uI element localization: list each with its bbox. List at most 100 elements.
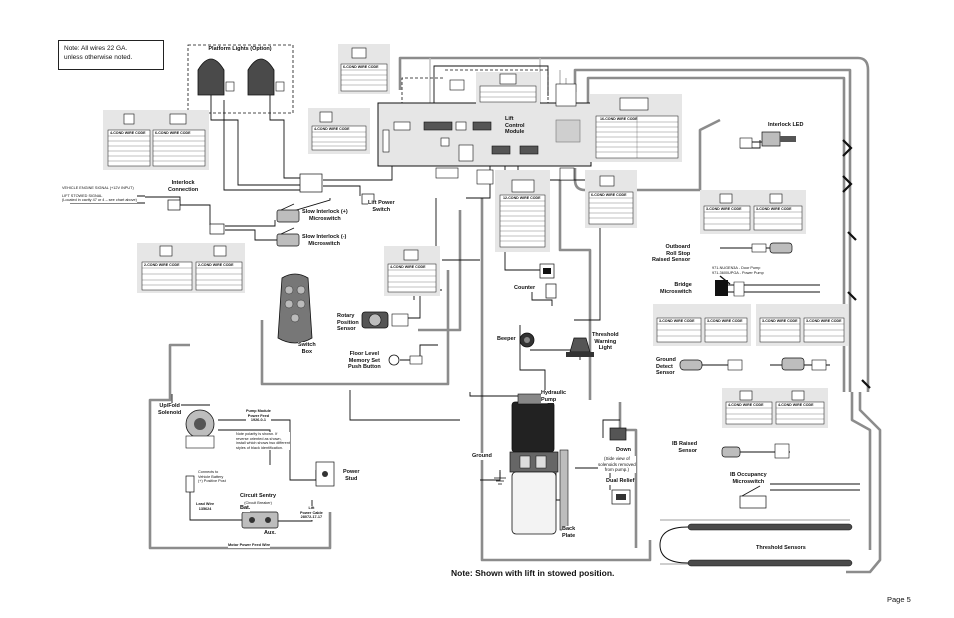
label-line: Slow Interlock (-) (302, 234, 347, 240)
label-line: Sensor (337, 326, 356, 332)
polarity-note: Note polarity is shown. If reverse orien… (236, 432, 290, 450)
bridge-microswitch-icon (715, 275, 745, 297)
label-line: Interlock (171, 180, 195, 186)
label-line: Slow Interlock (+) (302, 209, 348, 215)
threshold-sensors (659, 523, 853, 567)
table-header: 4-COND WIRE CODE (728, 403, 764, 407)
battery-connect-note: Connects to Vehicle Battery (+) Positive… (198, 470, 226, 484)
slow-interlock-minus-switch (276, 227, 300, 247)
label-line: IB Occupancy (730, 472, 767, 478)
ib-raised-label: IB Raised Sensor (672, 441, 698, 454)
outboard-roll-stop-label: Outboard Roll Stop Raised Sensor (652, 244, 691, 264)
counter-label: Counter (514, 285, 536, 292)
power-stud (315, 461, 335, 487)
label-line: Raised Sensor (652, 257, 691, 263)
battery-lead (185, 475, 195, 493)
back-plate-label: Back Plate (562, 526, 576, 539)
dual-relief-label: Dual Relief (606, 478, 635, 485)
circuit-sentry-label: Circuit Sentry (Circuit Breaker) (240, 493, 277, 506)
label-line: Bridge (674, 282, 692, 288)
label-line: Microswitch (308, 240, 341, 247)
wire-gauge-note: Note: All wires 22 GA. unless otherwise … (58, 40, 164, 70)
note-line: Note: All wires 22 GA. (64, 45, 128, 52)
ib-raised-sensor (721, 443, 790, 459)
label-line: Detect (656, 363, 673, 370)
floor-level-label: Floor Level Memory Set Push Button (348, 351, 381, 371)
switch-box-label: Switch Box (298, 342, 316, 355)
label-line: (Circuit Breaker) (244, 500, 272, 505)
floor-level-button (388, 354, 423, 366)
label-line: (+) Positive Post (198, 479, 226, 483)
beeper-label: Beeper (497, 336, 516, 343)
stowed-position-note: Note: Shown with lift in stowed position… (451, 568, 615, 578)
table-rows (108, 69, 844, 420)
threshold-sensors-label: Threshold Sensors (756, 545, 806, 552)
table-header: 3-COND WIRE CODE (762, 319, 798, 323)
dual-relief-valve (611, 489, 631, 505)
label-line: Position (337, 319, 359, 326)
table-header: 4-COND WIRE CODE (390, 265, 426, 269)
bat-label: Bat. (240, 505, 251, 512)
label-line: Back (562, 526, 576, 532)
ground-detect-sensor (679, 357, 827, 371)
label-line: styles of black identification. (236, 445, 284, 450)
label-line: Plate (562, 532, 576, 539)
label-line: Note polarity is shown. If (236, 432, 278, 436)
label-line: Power Cable (300, 510, 323, 515)
label-line: LIFT STOWED SIGNAL (62, 193, 103, 198)
threshold-warning-label: Threshold Warning Light (592, 332, 619, 352)
harness-splices (842, 139, 871, 389)
table-header: 3-COND WIRE CODE (706, 207, 742, 211)
dashed-enclosure (401, 69, 549, 110)
platform-light-left (197, 58, 235, 96)
table-header: 4-COND WIRE CODE (110, 131, 146, 135)
table-header: 6-COND WIRE CODE (343, 65, 379, 69)
table-header: 3-COND WIRE CODE (659, 319, 695, 323)
ground-detect-label: Ground Detect Sensor (656, 357, 676, 377)
label-line: Switch (372, 206, 391, 213)
switch-box-pendant (277, 273, 313, 344)
lift-power-switch-label: Lift Power Switch (368, 200, 395, 213)
platform-lights-label: Platform Lights (Option) (200, 46, 280, 53)
upfold-solenoid (185, 409, 215, 449)
platform-lights-frame (187, 44, 294, 114)
motor-power-feed-label: Motor Power Feed Wire (228, 543, 271, 548)
label-line: Microswitch (660, 288, 692, 295)
slow-interlock-plus-label: Slow Interlock (+) Microswitch (302, 209, 348, 222)
connector (167, 199, 181, 211)
table-header: 3-COND WIRE CODE (806, 319, 842, 323)
label-line: Box (301, 348, 313, 355)
page-number: Page 5 (887, 595, 911, 604)
label-line: Lift Power (368, 200, 395, 206)
wire-code-tables (103, 44, 848, 428)
connector (209, 223, 225, 235)
label-line: from pump.) (604, 467, 630, 472)
table-header: 2-COND WIRE CODE (144, 263, 180, 267)
table-header: 3-COND WIRE CODE (756, 207, 792, 211)
rotary-position-label: Rotary Position Sensor (337, 313, 359, 333)
rotary-position-sensor (361, 311, 409, 329)
upfold-solenoid-label: Up/Fold Solenoid (158, 403, 182, 416)
connector (299, 173, 323, 193)
table-header: 16-COND WIRE CODE (600, 117, 638, 121)
label-line: VEHICLE ENGINE SIGNAL (+12V INPUT) (62, 186, 134, 190)
label-line: 1926-0-1 (250, 418, 267, 422)
label-line: 28072-17-17 (300, 515, 323, 519)
label-line: Power (343, 469, 360, 475)
beeper-device (519, 332, 535, 348)
label-line: Light (598, 345, 613, 351)
bridge-microswitch-label: Bridge Microswitch (660, 282, 692, 295)
interlock-led-label: Interlock LED (768, 122, 804, 129)
label-line: Rotary (337, 313, 355, 319)
label-line: Lift (308, 506, 315, 510)
table-header: 2-COND WIRE CODE (198, 263, 234, 267)
label-line: Module (505, 129, 525, 135)
interlock-connection-label: Interlock Connection (168, 180, 199, 193)
note-line: unless otherwise noted. (64, 54, 133, 61)
label-line: Sensor (656, 370, 675, 376)
bridge-codes: 971-NUGEN3A - Door Pump 971-3600UPGA - P… (712, 266, 764, 275)
slow-interlock-plus-switch (276, 203, 300, 223)
interlock-led-icon (739, 131, 796, 149)
label-line: install which shows two different (236, 441, 290, 445)
